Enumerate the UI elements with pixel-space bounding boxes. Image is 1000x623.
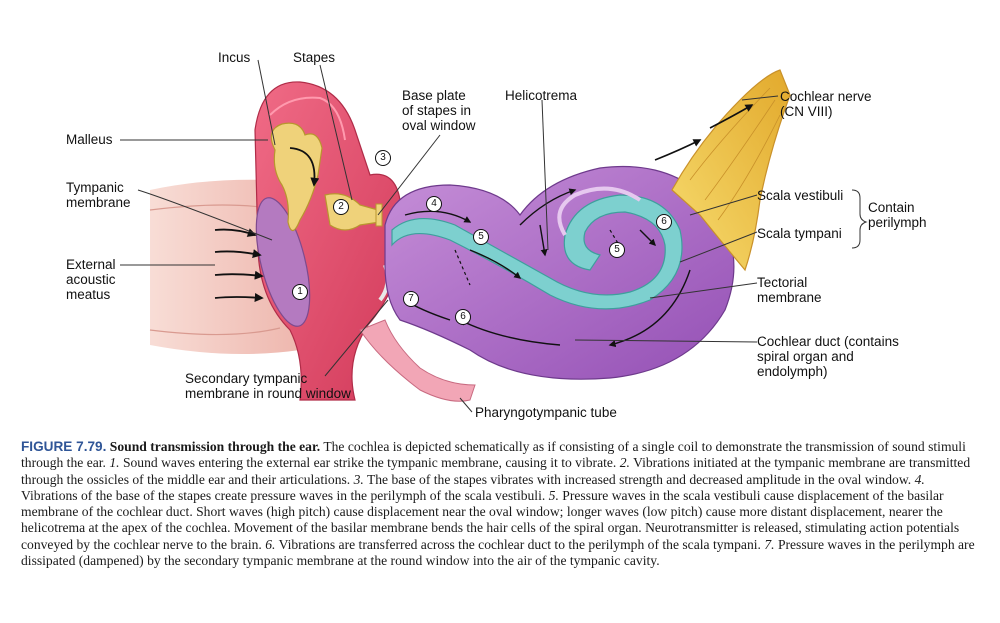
step-marker-6a: 6 — [656, 214, 672, 230]
step-marker-3: 3 — [375, 150, 391, 166]
label-cochlear-duct: Cochlear duct (contains spiral organ and… — [757, 334, 899, 379]
caption-figure-number: FIGURE 7.79. — [21, 439, 107, 454]
label-secondary-tympanic-membrane: Secondary tympanic membrane in round win… — [185, 371, 351, 401]
caption-step-1-number: 1. — [109, 455, 120, 471]
caption-step-7-text: Pressure waves in the perilymph are diss… — [21, 536, 975, 569]
step-marker-5a: 5 — [473, 229, 489, 245]
caption-step-6-number: 6. — [265, 536, 276, 552]
step-marker-7: 7 — [403, 291, 419, 307]
caption-step-3-number: 3. — [353, 471, 364, 487]
caption-step-2-text: Vibrations initiated at the tympanic mem… — [21, 455, 971, 487]
malleus-incus-shape — [270, 122, 323, 232]
caption-step-5-number: 5. — [548, 487, 559, 503]
step-marker-2: 2 — [333, 199, 349, 215]
caption-step-1-text: Sound waves entering the external ear st… — [122, 455, 617, 471]
step-marker-1: 1 — [292, 284, 308, 300]
label-external-acoustic-meatus: External acoustic meatus — [66, 257, 116, 302]
caption-step-3-text: The base of the stapes vibrates with inc… — [366, 471, 912, 487]
cochlear-nerve-shape — [671, 69, 791, 272]
label-helicotrema: Helicotrema — [505, 88, 578, 103]
caption-step-4-text: Vibrations of the base of the stapes cre… — [21, 487, 546, 503]
caption-step-5-text: Pressure waves in the scala vestibuli ca… — [21, 487, 960, 552]
figure-caption: FIGURE 7.79. Sound transmission through … — [21, 439, 981, 569]
label-incus: Incus — [218, 50, 251, 65]
caption-step-7-number: 7. — [764, 536, 775, 552]
step-marker-4: 4 — [426, 196, 442, 212]
label-cochlear-nerve: Cochlear nerve (CN VIII) — [780, 89, 872, 119]
step-marker-6b: 6 — [455, 309, 471, 325]
label-base-plate: Base plate of stapes in oval window — [402, 88, 476, 133]
caption-intro: The cochlea is depicted schematically as… — [21, 439, 966, 471]
label-pharyngotympanic-tube: Pharyngotympanic tube — [475, 405, 617, 420]
label-tectorial-membrane: Tectorial membrane — [757, 275, 822, 305]
label-malleus: Malleus — [66, 132, 113, 147]
caption-step-4-number: 4. — [914, 471, 925, 487]
step-marker-5b: 5 — [609, 242, 625, 258]
label-scala-vestibuli: Scala vestibuli — [757, 188, 844, 203]
label-tympanic-membrane: Tympanic membrane — [66, 180, 131, 210]
caption-title: Sound transmission through the ear. — [109, 439, 321, 454]
label-stapes: Stapes — [293, 50, 336, 65]
label-scala-tympani: Scala tympani — [757, 226, 842, 241]
label-contain-perilymph: Contain perilymph — [868, 200, 927, 230]
pharyngotympanic-tube-shape — [359, 319, 476, 402]
caption-step-6-text: Vibrations are transferred across the co… — [278, 536, 761, 552]
caption-step-2-number: 2. — [619, 455, 630, 471]
ear-illustration — [120, 59, 868, 413]
diagram-stage: Incus Stapes Malleus Tympanic membrane E… — [66, 50, 927, 420]
